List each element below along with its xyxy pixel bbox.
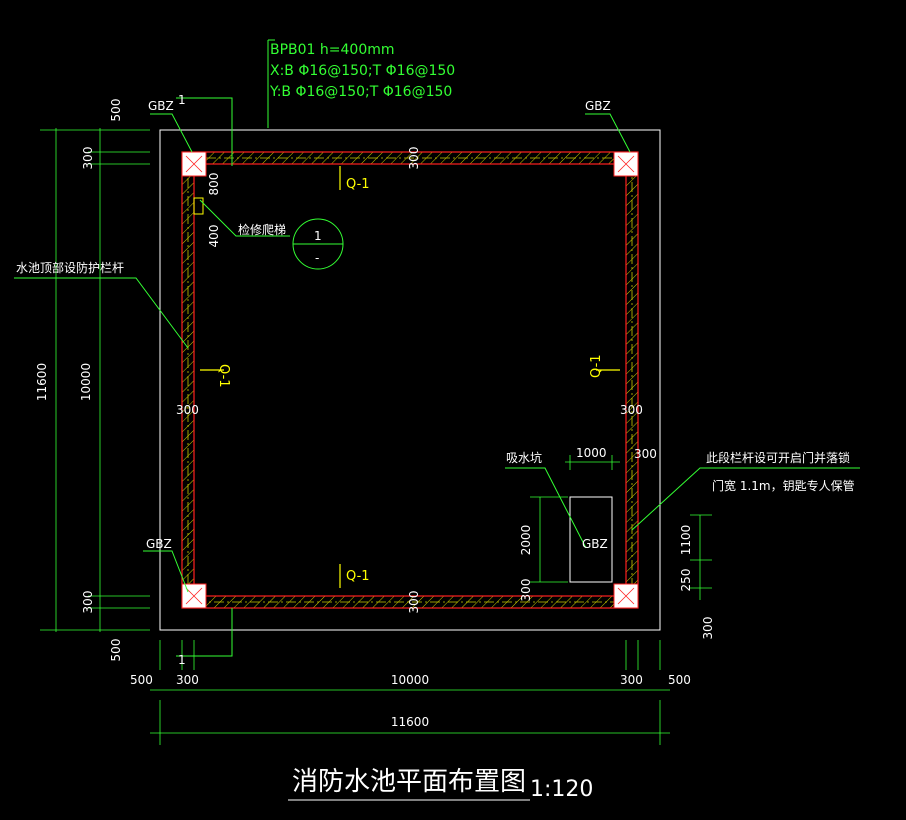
section-label-left: Q-1 (216, 364, 231, 388)
dim-ladder-400: 400 (207, 225, 221, 248)
dim-wall-right-2: 300 (634, 447, 657, 461)
dim-sump-depth: 2000 (519, 525, 533, 556)
drawing-title: 消防水池平面布置图 (292, 767, 526, 797)
wall-marker-top: 1 (178, 93, 186, 107)
section-marks (200, 166, 620, 588)
dim-left-500-bottom: 500 (109, 639, 123, 662)
section-label-bottom: Q-1 (346, 569, 370, 584)
sump-pit (569, 496, 613, 583)
dim-bottom-inner: 10000 (391, 673, 429, 687)
wall-marker-bottom: 1 (178, 653, 186, 667)
detail-number: 1 (314, 229, 322, 243)
dim-sump-width: 1000 (576, 446, 607, 460)
gate-note-line2: 门宽 1.1m，钥匙专人保管 (712, 478, 855, 493)
gbz-label-top-left: GBZ (148, 99, 174, 113)
slab-x-reinforcement: X:B Φ16@150;T Φ16@150 (270, 63, 455, 79)
dim-left-total: 11600 (35, 363, 49, 401)
dim-bottom-300-left: 300 (176, 673, 199, 687)
dim-wall-top: 300 (407, 147, 421, 170)
gbz-label-sump: GBZ (582, 537, 608, 551)
dim-left-300-top: 300 (81, 147, 95, 170)
railing-label: 水池顶部设防护栏杆 (16, 260, 124, 275)
dim-left-300-bottom: 300 (81, 591, 95, 614)
wall-inner-edge (193, 163, 627, 597)
corner-columns (181, 151, 639, 609)
dim-bottom-500-right: 500 (668, 673, 691, 687)
drawing-scale: 1:120 (530, 777, 593, 802)
dim-gate-250: 250 (679, 569, 693, 592)
dim-ladder-800: 800 (207, 173, 221, 196)
slab-y-reinforcement: Y:B Φ16@150;T Φ16@150 (269, 84, 452, 100)
ladder-label: 检修爬梯 (238, 222, 286, 237)
dim-left-inner: 10000 (79, 363, 93, 401)
leader-lines (14, 39, 860, 657)
dim-gate-300: 300 (701, 617, 715, 640)
dimension-lines (40, 128, 712, 745)
slab-id: BPB01 h=400mm (270, 42, 395, 58)
dim-bottom-300-right: 300 (620, 673, 643, 687)
detail-sheet: - (315, 251, 319, 265)
wall-outer-edge (181, 151, 639, 609)
dim-gate-1100: 1100 (679, 525, 693, 556)
dim-wall-right: 300 (620, 403, 643, 417)
ladder-mark (193, 197, 204, 215)
section-label-top: Q-1 (346, 177, 370, 192)
section-label-right: Q-1 (589, 354, 604, 378)
gbz-label-top-right: GBZ (585, 99, 611, 113)
dim-bottom-500-left: 500 (130, 673, 153, 687)
dim-left-500-top: 500 (109, 99, 123, 122)
dim-wall-bottom: 300 (407, 591, 421, 614)
dim-wall-left: 300 (176, 403, 199, 417)
slab-outline (159, 129, 661, 631)
gate-note-line1: 此段栏杆设可开启门并落锁 (706, 450, 850, 465)
gbz-label-bottom-left: GBZ (146, 537, 172, 551)
dim-sump-300: 300 (519, 579, 533, 602)
dim-bottom-total: 11600 (391, 715, 429, 729)
pool-walls (181, 151, 639, 609)
sump-label: 吸水坑 (506, 450, 542, 465)
wall-bottom (182, 596, 638, 608)
